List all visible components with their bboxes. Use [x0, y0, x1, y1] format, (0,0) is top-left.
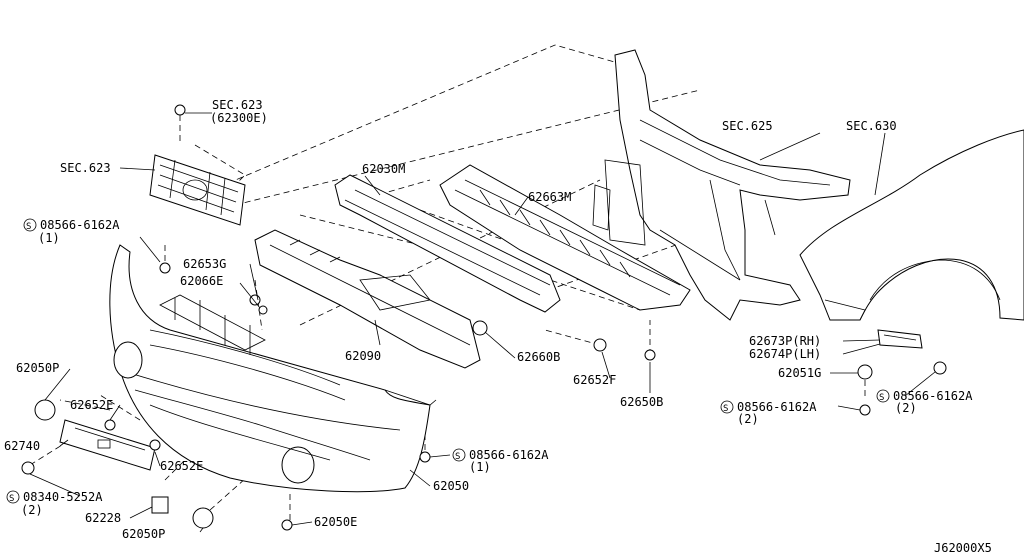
- label-62673p: 62673P(RH): [749, 334, 821, 348]
- label-62228: 62228: [85, 511, 121, 525]
- front-fender: [799, 129, 1024, 321]
- label-62652e-top: 62652E: [70, 398, 113, 412]
- label-08340-qty: (2): [21, 503, 43, 517]
- fasteners: [21, 104, 947, 531]
- label-08340: 08340-5252A: [23, 490, 103, 504]
- label-62740: 62740: [4, 439, 40, 453]
- label-62663m: 62663M: [528, 190, 571, 204]
- label-62066e: 62066E: [180, 274, 223, 288]
- label-sec623-grille: SEC.623: [60, 161, 111, 175]
- part-labels: SEC.623 (62300E) SEC.623 SEC.625 SEC.630…: [4, 98, 992, 555]
- label-sec630: SEC.630: [846, 119, 897, 133]
- side-bracket: [877, 329, 923, 349]
- label-62652e-bottom: 62652E: [160, 459, 203, 473]
- label-08566-top-qty: (1): [38, 231, 60, 245]
- s-marker: S: [879, 393, 884, 403]
- label-62050e: 62050E: [314, 515, 357, 529]
- label-08566-lower-qty: (1): [469, 460, 491, 474]
- label-sec625: SEC.625: [722, 119, 773, 133]
- label-62650b: 62650B: [620, 395, 663, 409]
- label-62050p-left: 62050P: [16, 361, 59, 375]
- label-sec623-bolt: SEC.623: [212, 98, 263, 112]
- label-62090: 62090: [345, 349, 381, 363]
- label-62051g: 62051G: [778, 366, 821, 380]
- label-08566-lower: 08566-6162A: [469, 448, 549, 462]
- label-08566-right: 08566-6162A: [893, 389, 973, 403]
- s-marker: S: [9, 494, 14, 504]
- label-08566-top: 08566-6162A: [40, 218, 120, 232]
- grille-assembly: [149, 154, 246, 226]
- label-62660b: 62660B: [517, 350, 560, 364]
- front-bumper-fascia: [109, 244, 437, 493]
- s-marker: S: [26, 222, 31, 232]
- air-guide: [439, 164, 691, 311]
- label-62300e: (62300E): [210, 111, 268, 125]
- diagram-id: J62000X5: [934, 541, 992, 555]
- label-62050: 62050: [433, 479, 469, 493]
- s-markers: S S S S S: [6, 218, 890, 504]
- s-marker: S: [455, 452, 460, 462]
- energy-absorber: [254, 229, 481, 369]
- license-plate-bracket: [59, 419, 156, 471]
- label-62652f: 62652F: [573, 373, 616, 387]
- label-62050p-bottom: 62050P: [122, 527, 165, 541]
- label-08566-center: 08566-6162A: [737, 400, 817, 414]
- leader-lines: [29, 112, 936, 533]
- label-62653g: 62653G: [183, 257, 226, 271]
- label-62674p: 62674P(LH): [749, 347, 821, 361]
- label-08566-center-qty: (2): [737, 412, 759, 426]
- s-marker: S: [723, 404, 728, 414]
- radiator-core-support: [592, 49, 851, 321]
- label-08566-right-qty: (2): [895, 401, 917, 415]
- label-62030m: 62030M: [362, 162, 405, 176]
- upper-reinforcement: [334, 174, 561, 313]
